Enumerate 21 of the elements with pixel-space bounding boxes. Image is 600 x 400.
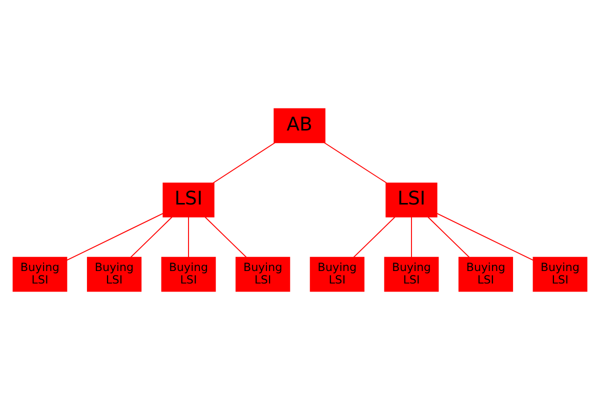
connector: [427, 216, 470, 258]
connector: [353, 216, 396, 258]
node-box: Buying LSI: [310, 256, 364, 292]
connector: [204, 216, 247, 258]
node-box: AB: [274, 108, 326, 144]
node-box: Buying LSI: [532, 256, 588, 292]
node-box: LSI: [162, 182, 214, 218]
connector: [410, 216, 412, 258]
connector: [130, 216, 173, 258]
node-box: Buying LSI: [12, 256, 68, 292]
connector: [436, 212, 534, 261]
node-box: LSI: [386, 182, 438, 218]
node-box: Buying LSI: [458, 256, 514, 292]
connector: [66, 212, 164, 261]
connector: [324, 142, 388, 184]
node-box: Buying LSI: [236, 256, 290, 292]
connector: [188, 216, 189, 258]
node-box: Buying LSI: [86, 256, 142, 292]
node-box: Buying LSI: [161, 256, 216, 292]
node-box: Buying LSI: [384, 256, 439, 292]
connector: [212, 142, 276, 184]
